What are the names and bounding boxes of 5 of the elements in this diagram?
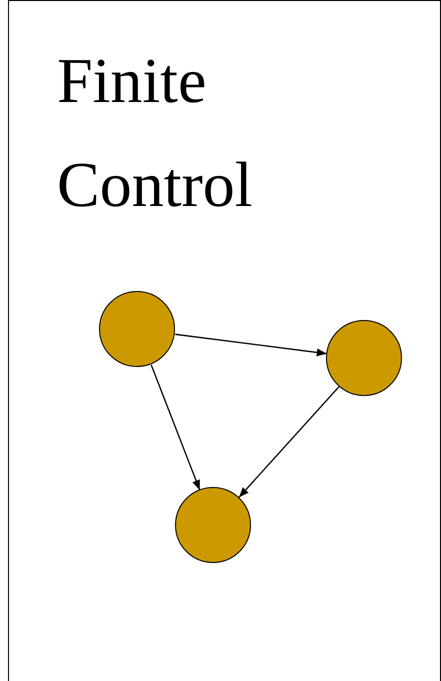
arrow: [150, 364, 200, 490]
arrow: [238, 386, 340, 498]
box-title: Finite Control: [57, 44, 254, 222]
arrow: [175, 334, 327, 356]
control-box: [8, 0, 441, 681]
